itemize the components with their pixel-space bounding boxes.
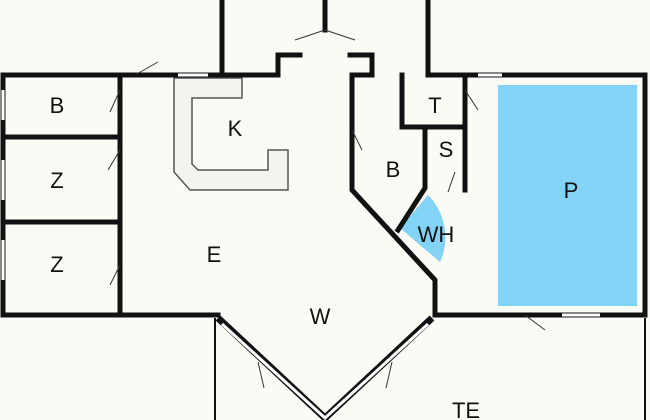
- room-label-z2: Z: [50, 252, 63, 277]
- room-label-storage: S: [439, 137, 454, 162]
- terrace-edge: [214, 318, 646, 420]
- room-label-whirlpool: WH: [418, 222, 455, 247]
- room-label-z1: Z: [50, 168, 63, 193]
- whirlpool: [400, 195, 446, 262]
- room-label-bedroom: B: [50, 93, 65, 118]
- doors: [107, 29, 546, 389]
- room-label-dining: E: [207, 242, 222, 267]
- walls: [0, 0, 648, 318]
- kitchen-counter: [173, 77, 289, 191]
- pool: [498, 85, 637, 306]
- room-label-bathroom: B: [386, 157, 401, 182]
- room-label-pool: P: [564, 178, 579, 203]
- room-label-terrace: TE: [452, 398, 480, 420]
- room-label-living: W: [310, 304, 331, 329]
- windows: [1, 73, 600, 420]
- room-label-toilet: T: [428, 93, 441, 118]
- room-label-kitchen: K: [228, 116, 243, 141]
